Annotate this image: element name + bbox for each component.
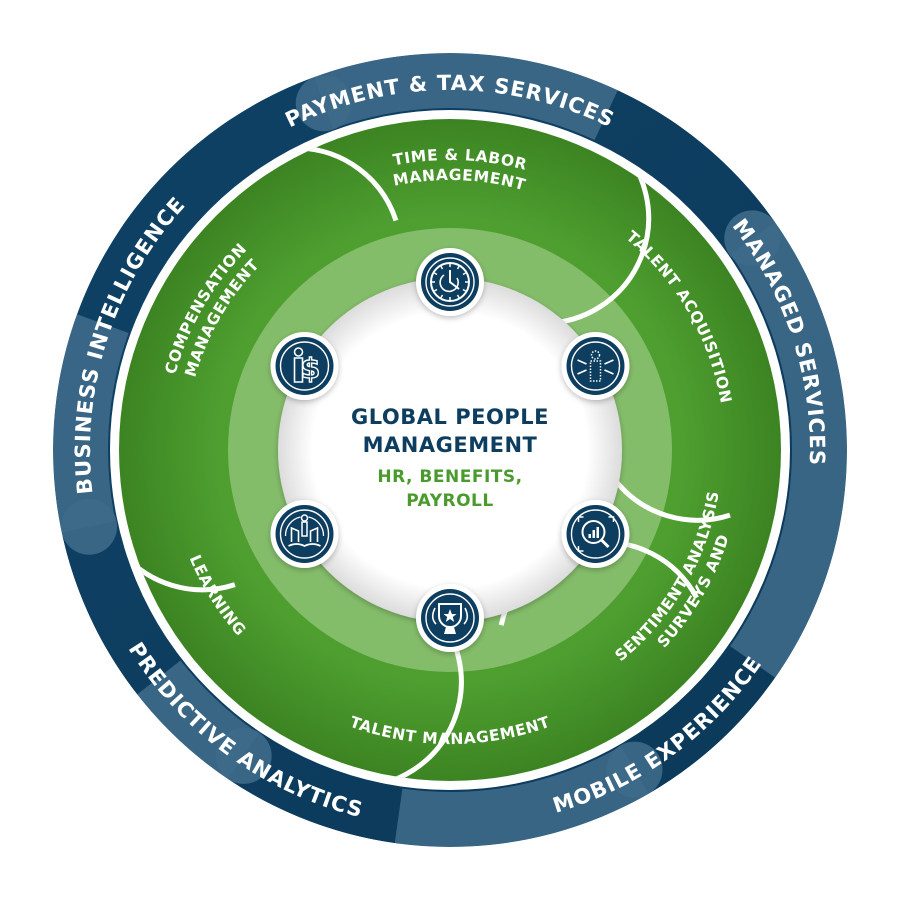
outer-ring-lobe [606, 741, 663, 798]
compensation-dollar-icon: $ [270, 332, 339, 400]
outer-ring-light-section [730, 222, 847, 678]
center-text: GLOBAL PEOPLE MANAGEMENT HR, BENEFITS, P… [351, 405, 549, 511]
talent-acquisition-icon [561, 332, 630, 400]
outer-ring-lobe [295, 75, 352, 132]
segment-icons: $ [270, 248, 630, 652]
outer-ring-lobe [61, 498, 118, 555]
clock-icon [416, 248, 484, 316]
outer-ring-lobe [724, 210, 781, 267]
analytics-search-icon [561, 500, 630, 568]
center-title-line2: MANAGEMENT [363, 433, 538, 457]
center-subtitle-line2: PAYROLL [406, 491, 493, 511]
outer-ring-lobe [215, 727, 272, 784]
outer-ring-light-section [394, 746, 649, 847]
center-subtitle-line1: HR, BENEFITS, [377, 467, 522, 487]
learning-book-icon [270, 500, 339, 568]
center-title-line1: GLOBAL PEOPLE [351, 405, 549, 429]
outer-ring-light-section [314, 52, 618, 141]
trophy-icon [416, 584, 484, 652]
svg-text:$: $ [301, 352, 320, 385]
center-disc [278, 278, 622, 622]
outer-ring-light-section [53, 314, 129, 533]
